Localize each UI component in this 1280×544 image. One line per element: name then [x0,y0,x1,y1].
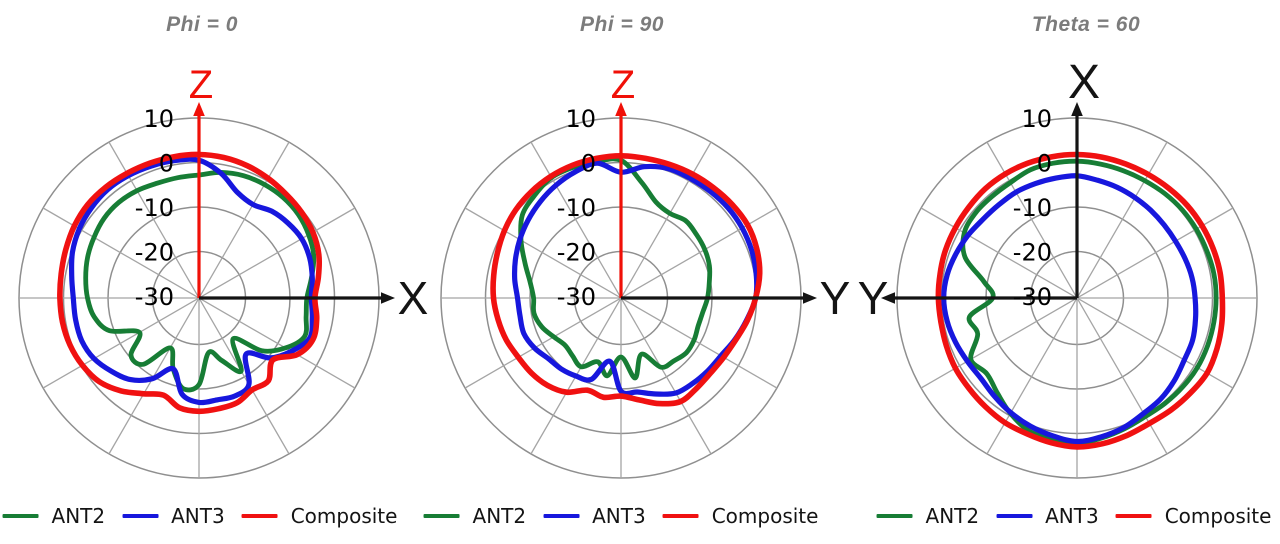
legend-item-composite: Composite [241,504,398,528]
legend-row-1: ANT2 ANT3 Composite [2,504,398,528]
legend-swatch-ant2 [2,514,39,518]
legend-label: ANT2 [472,504,527,528]
series-ant3 [941,173,1199,445]
radial-tick-label: -10 [557,194,596,222]
radial-tick-label: -20 [1013,239,1052,267]
series-composite [57,151,323,415]
radial-tick-label: 10 [1021,105,1052,133]
legend-swatch-composite [662,514,699,518]
legend-swatch-ant2 [423,514,460,518]
z-axis-label: Z [189,63,213,107]
y-axis-label: Y [858,272,889,324]
y-axis-label: Y [820,272,851,324]
legend-label: ANT2 [925,504,980,528]
legend-item-ant3: ANT3 [543,504,646,528]
radial-tick-label: 10 [565,105,596,133]
z-axis-arrow [615,102,627,116]
plot-title-theta-60: Theta = 60 [1031,13,1141,36]
legend-swatch-ant3 [122,514,159,518]
x-axis-arrow [381,292,395,304]
plot-title-phi-90: Phi = 90 [580,13,664,36]
legend-item-ant3: ANT3 [996,504,1099,528]
z-axis-label: Z [611,63,635,107]
legend-swatch-composite [1115,514,1152,518]
radial-tick-label: 0 [159,150,174,178]
x-axis-label: X [1068,56,1100,109]
legend-item-ant3: ANT3 [122,504,225,528]
series-ant3 [511,160,760,397]
x-axis-label: X [398,272,429,324]
legend-swatch-composite [241,514,278,518]
legend-label: ANT2 [51,504,106,528]
legend-row-3: ANT2 ANT3 Composite [876,504,1272,528]
polar-plot-1: Z X 10 0 -10 -20 -30 [18,63,429,479]
radial-tick-label: -30 [557,283,596,311]
y-axis-arrow [881,292,895,304]
legend-label: Composite [290,504,398,528]
legend-item-ant2: ANT2 [423,504,527,528]
z-axis-arrow [193,102,205,116]
legend-swatch-ant2 [876,514,913,518]
series-composite [490,153,763,407]
legend-label: Composite [711,504,819,528]
radial-tick-label: -20 [557,239,596,267]
legend-label: ANT3 [1045,504,1099,528]
radial-tick-label: -30 [1013,283,1052,311]
legend-item-ant2: ANT2 [876,504,980,528]
polar-plot-2: Z Y 10 0 -10 -20 -30 [440,63,851,479]
radial-tick-label: 10 [143,105,174,133]
radial-tick-label: -30 [135,283,174,311]
radial-tick-label: 0 [581,150,596,178]
legend-label: ANT3 [592,504,646,528]
legend-label: Composite [1164,504,1272,528]
radial-tick-label: -10 [1013,194,1052,222]
legend-swatch-ant3 [996,514,1033,518]
x-axis-arrow [1071,102,1083,116]
series-ant2 [83,169,317,393]
series-composite [935,151,1226,450]
legend-item-composite: Composite [1115,504,1272,528]
radial-tick-label: -20 [135,239,174,267]
series-ant3 [68,156,315,406]
legend-swatch-ant3 [543,514,580,518]
y-axis-arrow [803,292,817,304]
legend-label: ANT3 [171,504,225,528]
legend-item-ant2: ANT2 [2,504,106,528]
plot-title-phi-0: Phi = 0 [166,13,238,36]
legend-item-composite: Composite [662,504,819,528]
polar-plot-3: X Y 10 0 -10 -20 -30 [858,56,1258,479]
legend-row-2: ANT2 ANT3 Composite [423,504,819,528]
radial-tick-label: -10 [135,194,174,222]
radial-tick-label: 0 [1037,150,1052,178]
